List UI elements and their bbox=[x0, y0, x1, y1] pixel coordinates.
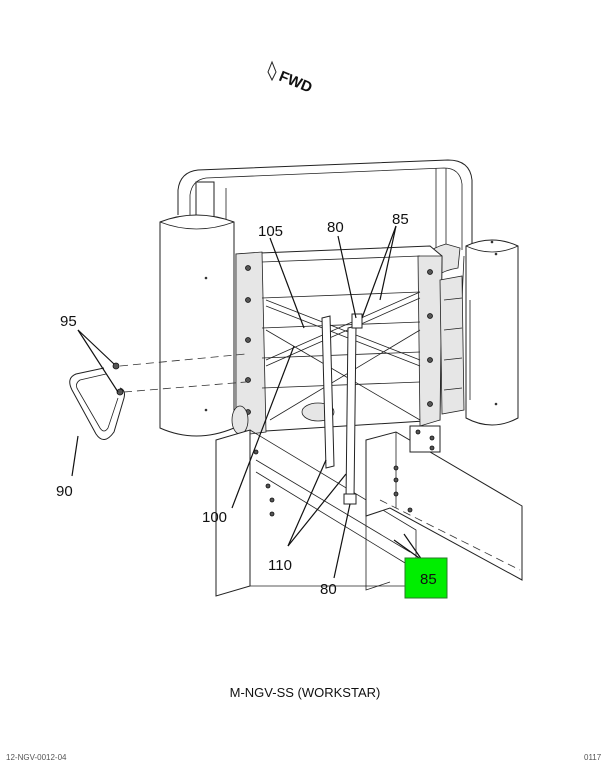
fwd-label: FWD bbox=[277, 68, 315, 97]
grab-handle bbox=[69, 353, 247, 440]
rear-frame bbox=[231, 245, 465, 435]
fwd-arrow-icon bbox=[267, 60, 277, 82]
highlight-box[interactable] bbox=[404, 557, 448, 599]
callout-80-top[interactable]: 80 bbox=[327, 219, 344, 236]
leader-lines bbox=[71, 225, 423, 579]
footer-right-code: 0117 bbox=[584, 753, 602, 761]
callout-110[interactable]: 110 bbox=[268, 557, 292, 574]
callout-labels: 95 90 105 80 85 100 110 80 bbox=[56, 211, 409, 598]
vertical-tubes bbox=[321, 313, 363, 505]
callout-85-top[interactable]: 85 bbox=[392, 211, 409, 228]
right-cylinder-tank bbox=[461, 239, 519, 426]
callout-105[interactable]: 105 bbox=[258, 223, 283, 240]
callout-95[interactable]: 95 bbox=[60, 313, 77, 330]
fwd-marker: FWD bbox=[267, 60, 315, 97]
lower-frame-rails bbox=[215, 425, 523, 597]
footer-left-code: 12-NGV-0012-04 bbox=[6, 753, 67, 761]
overhead-pipe bbox=[177, 159, 473, 250]
callout-80-bottom[interactable]: 80 bbox=[320, 581, 337, 598]
highlighted-callout-85[interactable]: 85 bbox=[404, 557, 448, 599]
callout-85-highlight[interactable]: 85 bbox=[420, 571, 437, 588]
left-cylinder-tank bbox=[159, 214, 235, 437]
callout-90[interactable]: 90 bbox=[56, 483, 73, 500]
callout-100[interactable]: 100 bbox=[202, 509, 227, 526]
diagram-caption: M-NGV-SS (WORKSTAR) bbox=[230, 685, 381, 700]
